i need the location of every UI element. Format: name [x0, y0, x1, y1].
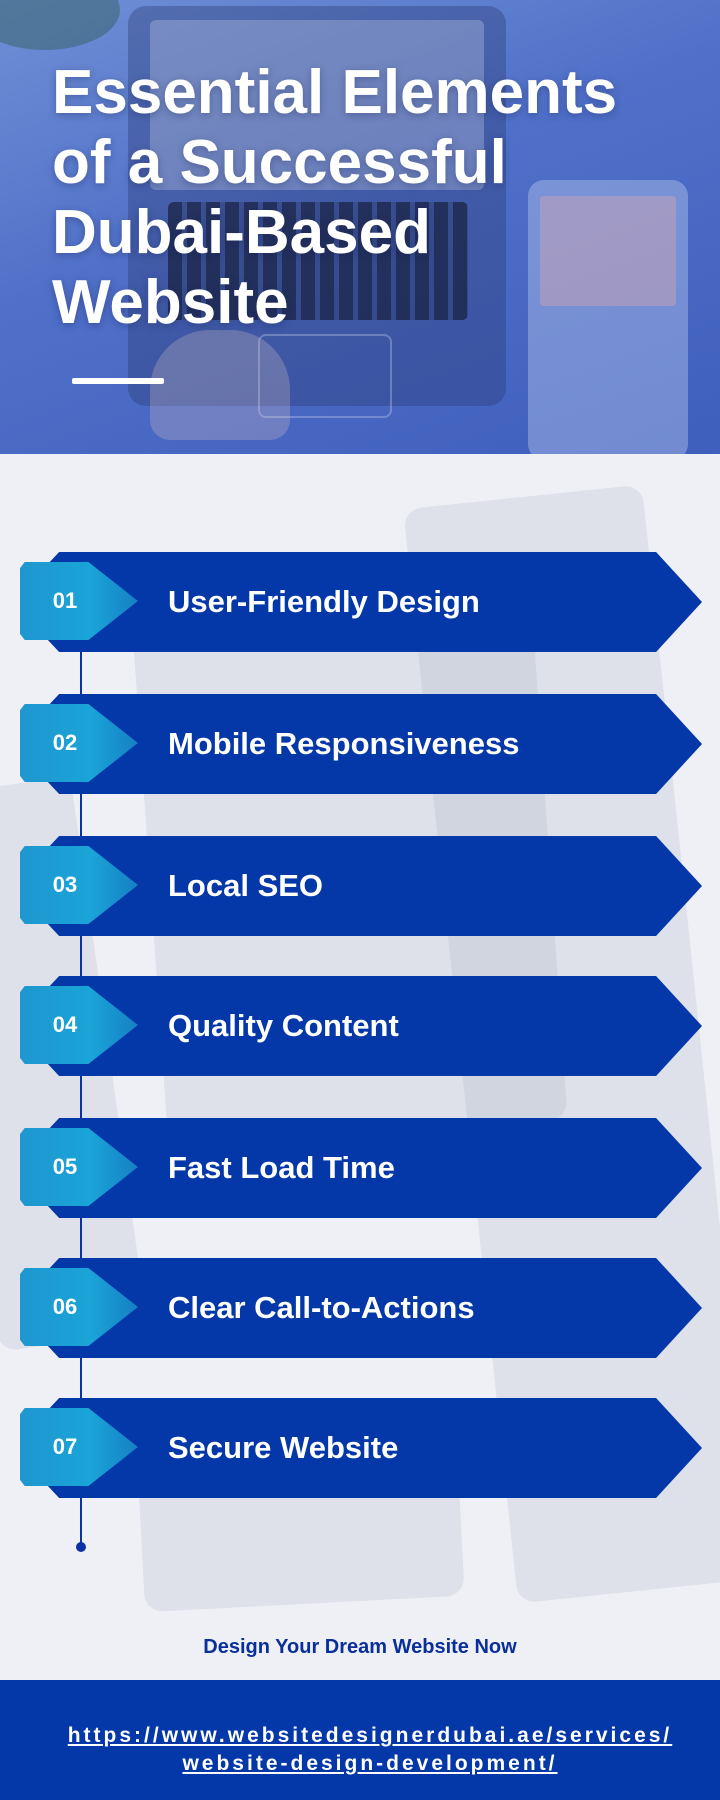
laptop-trackpad	[258, 334, 392, 418]
step-label: Clear Call-to-Actions	[168, 1290, 475, 1325]
step-label: Quality Content	[168, 1008, 399, 1043]
step-label: Secure Website	[168, 1430, 399, 1465]
tablet-image	[528, 180, 688, 454]
step-number: 07	[52, 1434, 78, 1459]
hero-section: Essential Elements of a Successful Dubai…	[0, 0, 720, 454]
footer: https://www.websitedesignerdubai.ae/serv…	[0, 1680, 720, 1800]
timeline-line	[80, 612, 82, 1544]
title-line-1: Essential Elements	[52, 58, 618, 127]
url-line-1: https://www.websitedesignerdubai.ae/serv…	[67, 1724, 673, 1747]
step-banner	[46, 976, 702, 1076]
title-line-3: Dubai-Based	[52, 198, 431, 267]
step-banner	[46, 1258, 702, 1358]
step-item: 01 User-Friendly Design	[0, 552, 720, 652]
step-item: 07 Secure Website	[0, 1398, 720, 1498]
plant-decoration	[0, 0, 120, 50]
step-banner	[46, 1398, 702, 1498]
step-label: Local SEO	[168, 868, 324, 903]
page-title: Essential Elements of a Successful Dubai…	[52, 58, 672, 338]
laptop-screen	[150, 20, 484, 190]
step-number: 01	[52, 588, 78, 613]
step-item: 03 Local SEO	[0, 836, 720, 936]
step-item: 06 Clear Call-to-Actions	[0, 1258, 720, 1358]
title-line-4: Website	[52, 268, 289, 337]
step-number: 05	[52, 1154, 78, 1179]
cta-text: Design Your Dream Website Now	[203, 1636, 517, 1658]
step-number: 04	[52, 1012, 78, 1037]
website-url-link[interactable]: https://www.websitedesignerdubai.ae/serv…	[40, 1722, 700, 1778]
step-label: User-Friendly Design	[168, 584, 480, 619]
title-underline	[72, 378, 164, 384]
laptop-image	[128, 6, 506, 418]
title-line-2: of a Successful	[52, 128, 507, 197]
step-banner	[46, 694, 702, 794]
step-number: 06	[52, 1294, 78, 1319]
step-number: 03	[52, 872, 78, 897]
step-item: 04 Quality Content	[0, 976, 720, 1076]
step-item: 05 Fast Load Time	[0, 1118, 720, 1218]
step-number: 02	[52, 730, 78, 755]
timeline-end-dot	[76, 1542, 86, 1552]
laptop-keyboard	[168, 202, 468, 320]
url-line-2: website-design-development/	[182, 1752, 558, 1775]
step-banner	[46, 552, 702, 652]
step-label: Mobile Responsiveness	[168, 726, 520, 761]
step-item: 02 Mobile Responsiveness	[0, 694, 720, 794]
step-banner	[46, 836, 702, 936]
step-banner	[46, 1118, 702, 1218]
hand-image	[150, 330, 290, 440]
tablet-screen	[540, 196, 676, 306]
step-label: Fast Load Time	[168, 1150, 395, 1185]
